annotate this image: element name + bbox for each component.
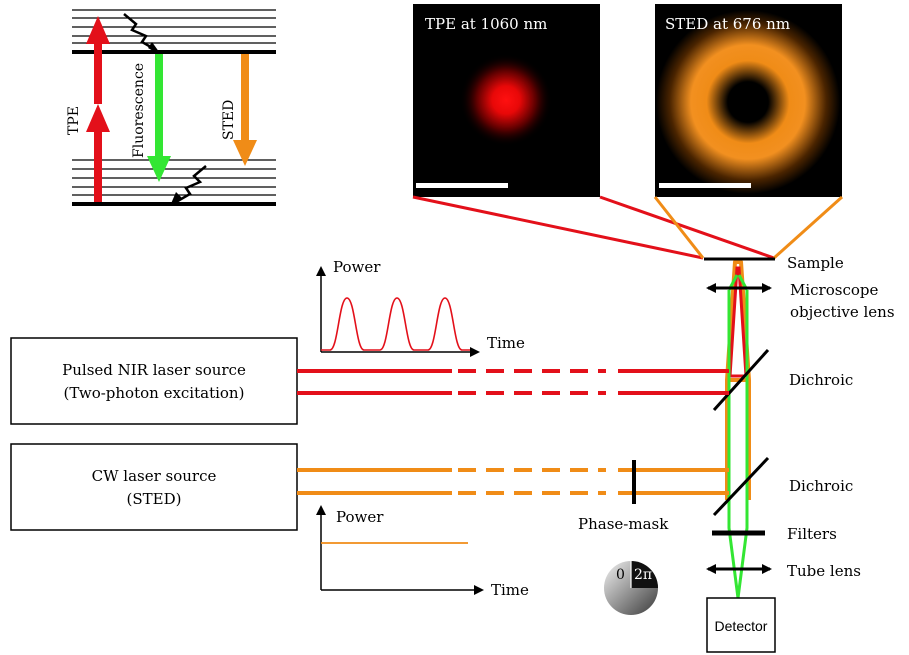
objective-label-line1: Microscope (790, 281, 878, 299)
cw-power-plot: Power Time (316, 505, 529, 599)
beam-path (725, 260, 751, 599)
filters-label: Filters (787, 525, 837, 543)
scale-bar (416, 183, 508, 188)
pulsed-power-plot: Power Time (316, 258, 525, 357)
vibrational-relaxation-arrow-lower (170, 165, 207, 206)
cw-laser-line2: (STED) (127, 490, 182, 508)
objective-label-line2: objective lens (790, 303, 895, 321)
cw-laser-box (10, 443, 298, 531)
tpe-label: TPE (66, 106, 82, 135)
dichroic2-label: Dichroic (789, 477, 853, 495)
tpe-psf-image: TPE at 1060 nm (413, 4, 600, 197)
cw-plot-ylabel: Power (336, 508, 384, 526)
pulse-train (321, 297, 470, 351)
phase-legend: 0 2π (604, 561, 658, 615)
sted-image-label: STED at 676 nm (665, 15, 790, 33)
detector-label: Detector (715, 618, 768, 634)
cw-beams (297, 468, 729, 495)
cw-laser-line1: CW laser source (92, 467, 217, 485)
scale-bar (659, 183, 751, 188)
sted-label: STED (221, 100, 237, 140)
phase-wheel-dark-quadrant (631, 561, 658, 588)
pulsed-plot-ylabel: Power (333, 258, 381, 276)
dichroic-mirror-2 (712, 456, 770, 517)
phase-start-label: 0 (616, 567, 625, 583)
ground-state-levels (72, 159, 276, 206)
tpe-image-label: TPE at 1060 nm (425, 15, 547, 33)
pulsed-plot-xlabel: Time (487, 334, 525, 352)
dichroic-mirror-1 (712, 348, 770, 412)
pulsed-laser-box (10, 337, 298, 425)
fluorescence-label: Fluorescence (131, 63, 147, 158)
dichroic1-label: Dichroic (789, 371, 853, 389)
cw-plot-xlabel: Time (491, 581, 529, 599)
phase-mask-label: Phase-mask (578, 515, 669, 533)
fluorescence-arrow (147, 54, 171, 182)
nir-beams (297, 369, 729, 395)
vibrational-relaxation-arrow-upper (123, 13, 162, 56)
energy-level-diagram: TPE Fluorescence STED (66, 9, 276, 206)
tube-lens-label: Tube lens (787, 562, 861, 580)
pulsed-laser-line1: Pulsed NIR laser source (62, 361, 246, 379)
sted-arrow (233, 54, 257, 166)
pulsed-laser-line2: (Two-photon excitation) (64, 384, 245, 402)
phase-end-label: 2π (634, 567, 652, 583)
zoom-projection-lines (412, 195, 844, 260)
sted-psf-image: STED at 676 nm (655, 4, 842, 197)
tpe-arrow (86, 16, 110, 202)
sample-label: Sample (787, 254, 844, 272)
detector-box (706, 597, 776, 653)
